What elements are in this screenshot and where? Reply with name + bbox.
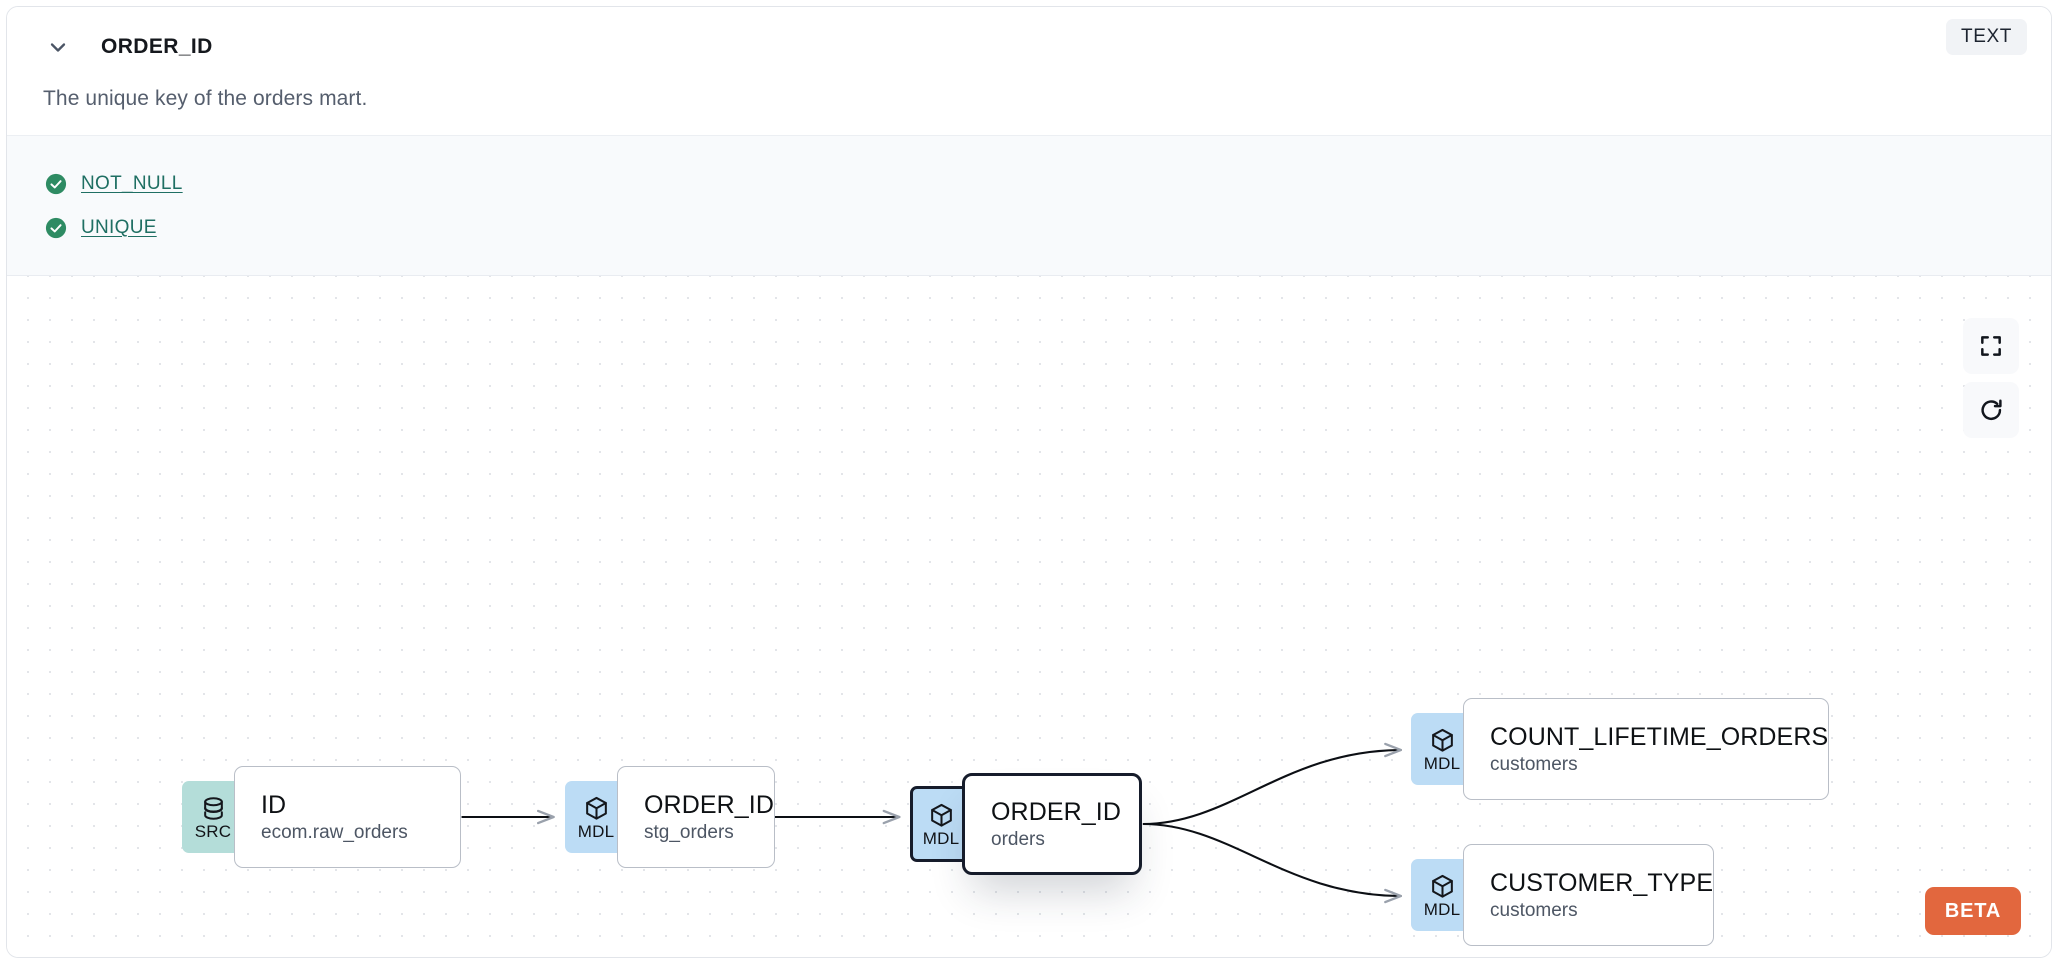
node-name: CUSTOMER_TYPE — [1490, 868, 1714, 897]
header-row: ORDER_ID — [7, 23, 2051, 71]
node-body: ORDER_ID orders — [962, 773, 1142, 875]
column-description: The unique key of the orders mart. — [43, 87, 368, 110]
node-type-badge-src: SRC — [182, 781, 244, 853]
check-circle-icon — [45, 173, 67, 195]
column-type-badge[interactable]: TEXT — [1946, 19, 2027, 55]
node-subtitle: ecom.raw_orders — [261, 821, 408, 843]
page-title: ORDER_ID — [101, 35, 213, 58]
test-link-not-null[interactable]: NOT_NULL — [81, 173, 183, 194]
node-body: CUSTOMER_TYPE customers — [1463, 844, 1715, 946]
lineage-node-count-lifetime-orders[interactable]: MDL COUNT_LIFETIME_ORDERS customers — [1411, 698, 1830, 800]
node-name: ORDER_ID — [991, 797, 1121, 826]
column-detail-card: ORDER_ID TEXT The unique key of the orde… — [6, 6, 2052, 958]
cube-icon — [585, 796, 607, 820]
node-body: COUNT_LIFETIME_ORDERS customers — [1463, 698, 1830, 800]
tests-section: NOT_NULL UNIQUE — [7, 135, 2051, 276]
fullscreen-button[interactable] — [1963, 318, 2019, 374]
lineage-node-stg-orders[interactable]: MDL ORDER_ID stg_orders — [565, 766, 775, 868]
canvas-controls — [1963, 318, 2019, 438]
node-type-badge-mdl: MDL — [565, 781, 627, 853]
beta-badge[interactable]: BETA — [1925, 887, 2021, 935]
test-row: UNIQUE — [7, 206, 2051, 250]
node-badge-label: MDL — [577, 821, 615, 841]
refresh-button[interactable] — [1963, 382, 2019, 438]
database-icon — [203, 796, 223, 820]
test-row: NOT_NULL — [7, 162, 2051, 206]
check-circle-icon — [45, 217, 67, 239]
node-type-badge-mdl: MDL — [1411, 859, 1473, 931]
node-badge-label: SRC — [194, 821, 232, 841]
lineage-node-customer-type[interactable]: MDL CUSTOMER_TYPE customers — [1411, 844, 1715, 946]
lineage-node-id[interactable]: SRC ID ecom.raw_orders — [182, 766, 461, 868]
node-body: ID ecom.raw_orders — [234, 766, 461, 868]
lineage-node-orders-selected[interactable]: MDL ORDER_ID orders — [910, 773, 1142, 875]
cube-icon — [1431, 728, 1453, 752]
node-body: ORDER_ID stg_orders — [617, 766, 775, 868]
lineage-graph-canvas[interactable]: SRC ID ecom.raw_orders MDL ORDER_ID stg_… — [7, 276, 2051, 957]
cube-icon — [1431, 874, 1453, 898]
node-badge-label: MDL — [922, 828, 960, 848]
node-name: ORDER_ID — [644, 790, 774, 819]
node-badge-label: MDL — [1423, 753, 1461, 773]
chevron-down-icon[interactable] — [43, 32, 73, 62]
node-name: COUNT_LIFETIME_ORDERS — [1490, 722, 1829, 751]
node-subtitle: orders — [991, 828, 1045, 850]
edge-selected-to-count — [1142, 742, 1402, 826]
refresh-icon — [1980, 398, 2002, 420]
node-subtitle: customers — [1490, 753, 1578, 775]
node-subtitle: customers — [1490, 899, 1578, 921]
fullscreen-icon — [1981, 336, 2001, 356]
test-link-unique[interactable]: UNIQUE — [81, 217, 157, 238]
node-name: ID — [261, 790, 287, 819]
node-type-badge-mdl: MDL — [1411, 713, 1473, 785]
node-badge-label: MDL — [1423, 899, 1461, 919]
node-type-badge-mdl: MDL — [910, 786, 972, 862]
card-header: ORDER_ID TEXT The unique key of the orde… — [7, 7, 2051, 135]
edge-selected-to-customer-type — [1142, 822, 1402, 904]
cube-icon — [930, 803, 952, 827]
node-subtitle: stg_orders — [644, 821, 734, 843]
